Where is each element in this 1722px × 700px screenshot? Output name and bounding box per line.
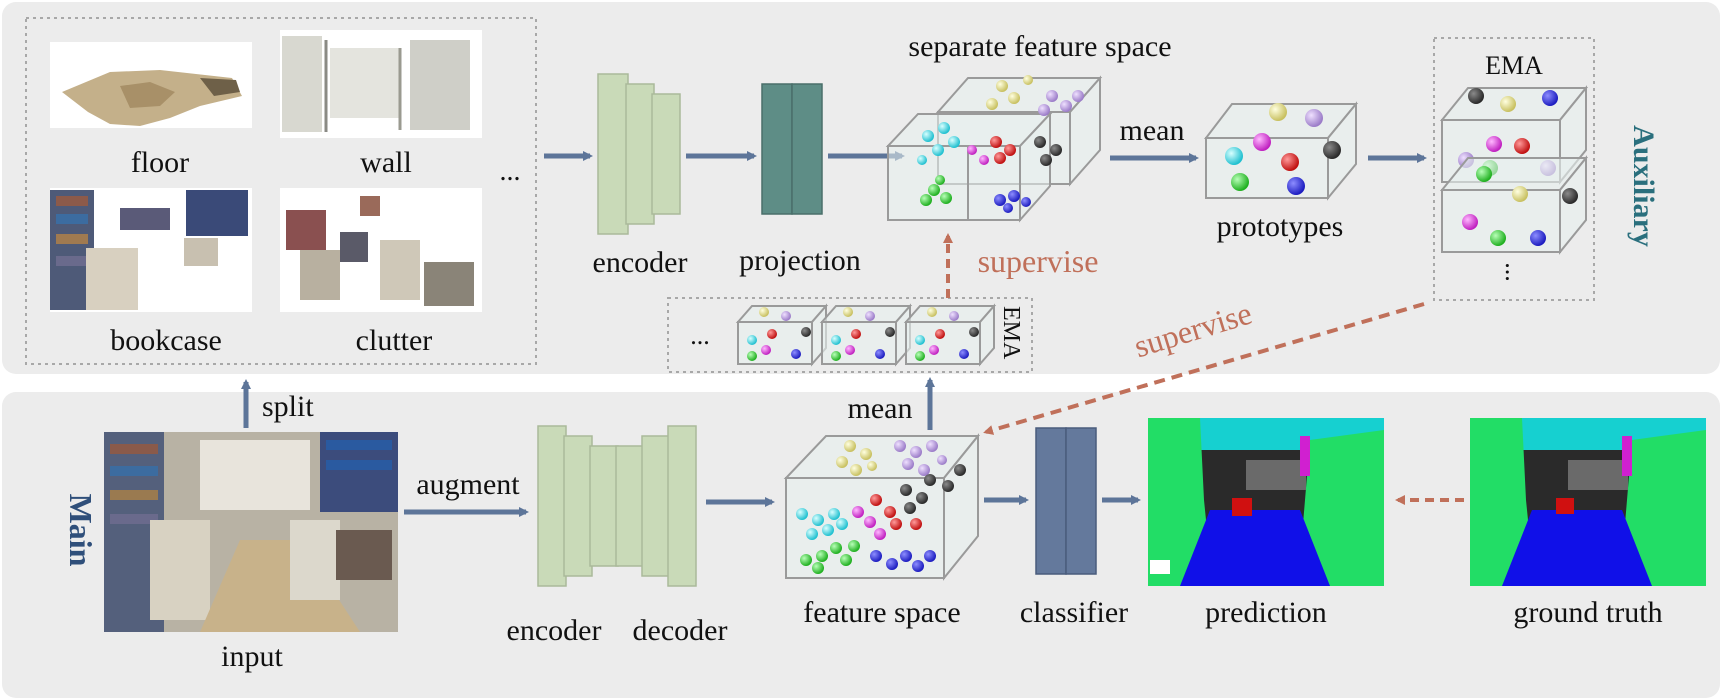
ema-bank-frame bbox=[1433, 37, 1595, 301]
split-label: split bbox=[262, 390, 314, 423]
projection-block bbox=[761, 83, 823, 215]
ema-memory-label: EMA bbox=[998, 306, 1024, 360]
aux-mean-label: mean bbox=[1120, 114, 1185, 147]
input-image bbox=[104, 432, 398, 632]
ema-bank-label: EMA bbox=[1485, 51, 1543, 80]
ema-bank-points-2 bbox=[1462, 166, 1578, 246]
feature-space-label: feature space bbox=[803, 596, 960, 629]
ema-memory-frame bbox=[667, 297, 1033, 373]
ema-bank-cube-2 bbox=[1439, 155, 1589, 255]
ema-to-feature-space-supervise-arrow bbox=[983, 302, 1425, 435]
bookcase-label: bookcase bbox=[110, 324, 222, 357]
main-encoder-decoder-block bbox=[537, 425, 697, 587]
main-mean-label: mean bbox=[848, 392, 913, 425]
separate-feature-space-points bbox=[917, 75, 1084, 213]
ground-truth-image bbox=[1470, 418, 1706, 586]
classifier-block bbox=[1035, 427, 1097, 575]
prototypes-label: prototypes bbox=[1217, 210, 1344, 243]
parts-ellipsis: ... bbox=[500, 156, 521, 187]
prototype-points bbox=[1225, 103, 1341, 195]
main-panel-title: Main bbox=[63, 494, 99, 567]
aux-supervise-label: supervise bbox=[978, 243, 1099, 279]
ema-memory-points-3 bbox=[915, 307, 979, 361]
ema-memory-ellipsis: ... bbox=[690, 321, 710, 350]
prediction-label: prediction bbox=[1205, 596, 1327, 629]
ema-memory-points-1 bbox=[747, 307, 811, 361]
aux-encoder-label: encoder bbox=[593, 246, 688, 279]
floor-label: floor bbox=[131, 146, 189, 179]
clutter-label: clutter bbox=[356, 324, 433, 357]
wall-crop-image bbox=[280, 30, 482, 138]
prediction-image bbox=[1148, 418, 1384, 586]
bookcase-crop-image bbox=[50, 188, 252, 312]
feature-space-cube bbox=[783, 433, 981, 581]
wall-label: wall bbox=[360, 146, 412, 179]
classifier-label: classifier bbox=[1020, 596, 1128, 629]
main-decoder-label: decoder bbox=[633, 614, 728, 647]
floor-crop-image bbox=[50, 42, 252, 128]
projection-label: projection bbox=[739, 244, 861, 277]
input-label: input bbox=[221, 640, 283, 673]
parts-group-frame bbox=[25, 17, 537, 365]
ground-truth-label: ground truth bbox=[1513, 596, 1662, 629]
augment-label: augment bbox=[416, 468, 520, 501]
clutter-crop-image bbox=[280, 188, 482, 312]
aux-encoder-block bbox=[597, 73, 681, 235]
ema-bank-ellipsis: ... bbox=[1500, 262, 1529, 282]
auxiliary-panel-title: Auxiliary bbox=[1627, 125, 1660, 247]
separate-feature-space-title: separate feature space bbox=[908, 30, 1171, 63]
main-encoder-label: encoder bbox=[507, 614, 602, 647]
feature-space-points bbox=[796, 440, 966, 574]
ema-memory-points-2 bbox=[831, 307, 895, 361]
